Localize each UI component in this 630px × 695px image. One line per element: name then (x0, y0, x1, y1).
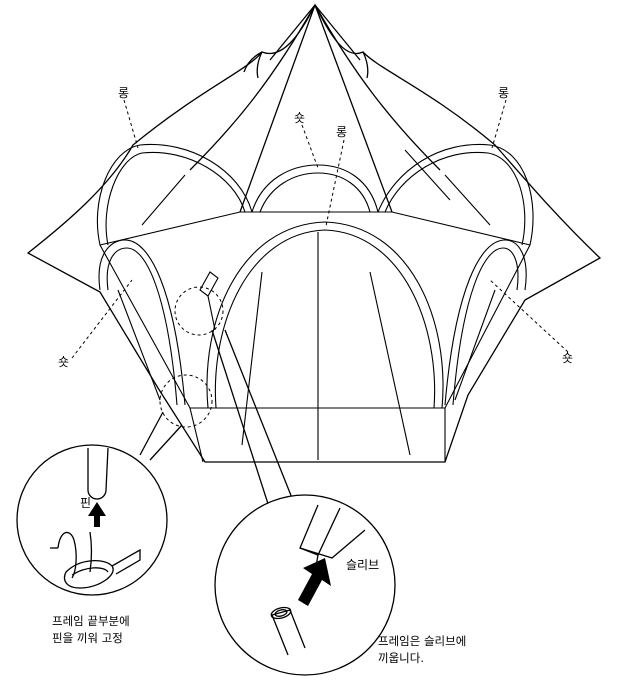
up-arrow-icon (298, 558, 331, 606)
label-pin: 핀 (80, 496, 91, 510)
label-long-right: 롱 (498, 86, 509, 100)
frame-poles (96, 143, 534, 409)
label-long-left: 롱 (118, 86, 129, 100)
pin-detail-marker (159, 374, 213, 428)
sleeve-zoom-circle (214, 494, 396, 676)
sleeve-zoom (211, 329, 396, 676)
up-arrow-icon (88, 502, 106, 527)
labels: 롱 롱 숏 롱 숏 숏 핀 슬리브 프레임 끝부분에 핀을 끼워 고정 프레임은… (52, 86, 573, 665)
label-long-center: 롱 (336, 125, 347, 139)
long-pole-right (377, 143, 534, 246)
label-short-top: 숏 (294, 111, 305, 125)
pin-zoom (16, 411, 183, 596)
short-pole-left (98, 239, 186, 406)
sleeve-detail-marker (174, 286, 224, 336)
label-short-left: 숏 (58, 355, 69, 369)
caption-pin-line1: 프레임 끝부분에 (52, 614, 130, 628)
long-pole-left (96, 143, 253, 246)
tent-body (99, 149, 531, 463)
caption-pin-line2: 핀을 끼워 고정 (52, 631, 123, 645)
caption-sleeve-line1: 프레임은 슬리브에 (378, 634, 466, 648)
tent-outline (26, 3, 602, 463)
short-pole-right (444, 239, 527, 406)
tent-fly (26, 3, 602, 463)
pin-zoom-circle (16, 444, 168, 596)
label-sleeve: 슬리브 (346, 558, 379, 572)
label-short-right: 숏 (562, 351, 573, 365)
detail-circles (159, 286, 224, 428)
caption-sleeve-line2: 끼웁니다. (378, 651, 424, 665)
short-pole-top (251, 164, 379, 213)
long-pole-center (206, 221, 444, 409)
